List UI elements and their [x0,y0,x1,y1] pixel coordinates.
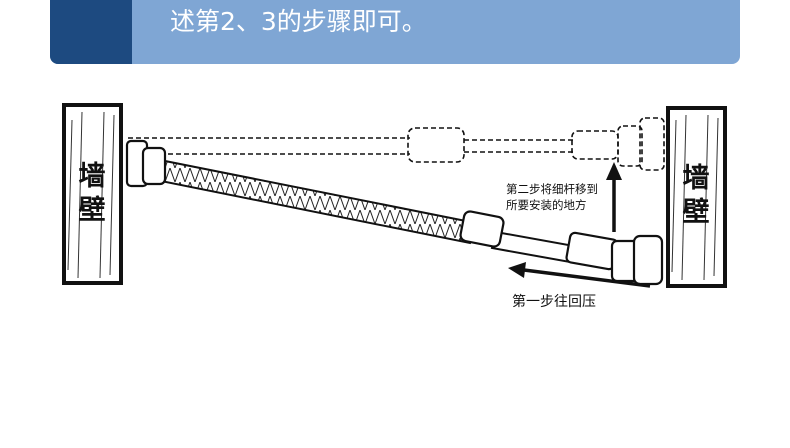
final-position-rod [128,117,665,171]
step2-note-line2: 所要安装的地方 [506,198,587,212]
banner-accent-block [50,0,132,64]
arrow-left-icon [508,262,651,288]
left-wall [62,103,123,285]
tilted-rod [125,139,664,286]
left-wall-label: 墙壁 [78,161,106,226]
banner-text: 述第2、3的步骤即可。 [170,7,427,36]
step2-note-line1: 第二步将细杆移到 [506,182,598,196]
header-banner: 述第2、3的步骤即可。 [50,0,740,64]
arrow-up-icon [606,162,622,232]
step1-note: 第一步往回压 [512,294,596,310]
right-wall [666,106,727,288]
right-wall-label: 墙壁 [682,163,710,228]
